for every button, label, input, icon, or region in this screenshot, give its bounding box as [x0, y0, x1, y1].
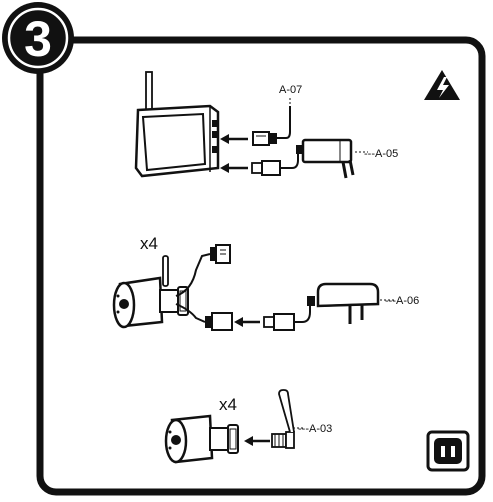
monitor-arrow-bottom: [220, 163, 248, 173]
camera-power-quantity: x4: [140, 234, 158, 253]
camera-adapter-plug: [263, 296, 315, 331]
camera-lens-2: [171, 435, 181, 445]
antenna-arrow: [244, 436, 270, 446]
power-adapter-a06: [316, 282, 380, 324]
high-voltage-warning-icon: [424, 70, 460, 100]
monitor-arrow-top: [220, 134, 248, 144]
camera-antenna-section: x4 ---A-03: [164, 389, 332, 464]
camera-antenna-quantity: x4: [219, 395, 237, 414]
antenna-a03: [271, 389, 295, 449]
step-number: 3: [24, 11, 52, 67]
label-a05: ---A-05: [364, 148, 398, 160]
camera-power-lead: [175, 303, 233, 331]
camera-network-lead: [175, 244, 231, 297]
step-badge: 3: [2, 2, 74, 74]
monitor-power-plug: [251, 145, 303, 176]
camera-unit-antenna: [164, 414, 239, 464]
power-adapter-a05: [301, 138, 355, 179]
monitor-antenna: [145, 71, 153, 113]
label-a03: ---A-03: [298, 423, 332, 435]
camera-power-arrow: [234, 317, 260, 327]
monitor-section: A-07 ---A-05: [134, 71, 398, 179]
step-frame: [36, 36, 486, 496]
label-a06: ---A-06: [385, 295, 419, 307]
camera-unit: [112, 255, 189, 329]
label-a07: A-07: [279, 84, 302, 96]
camera-power-section: x4: [112, 234, 419, 331]
camera-lens: [119, 299, 129, 309]
monitor-screen: [141, 112, 207, 172]
power-outlet-icon: [426, 430, 470, 472]
network-cable-a07: [252, 96, 291, 146]
